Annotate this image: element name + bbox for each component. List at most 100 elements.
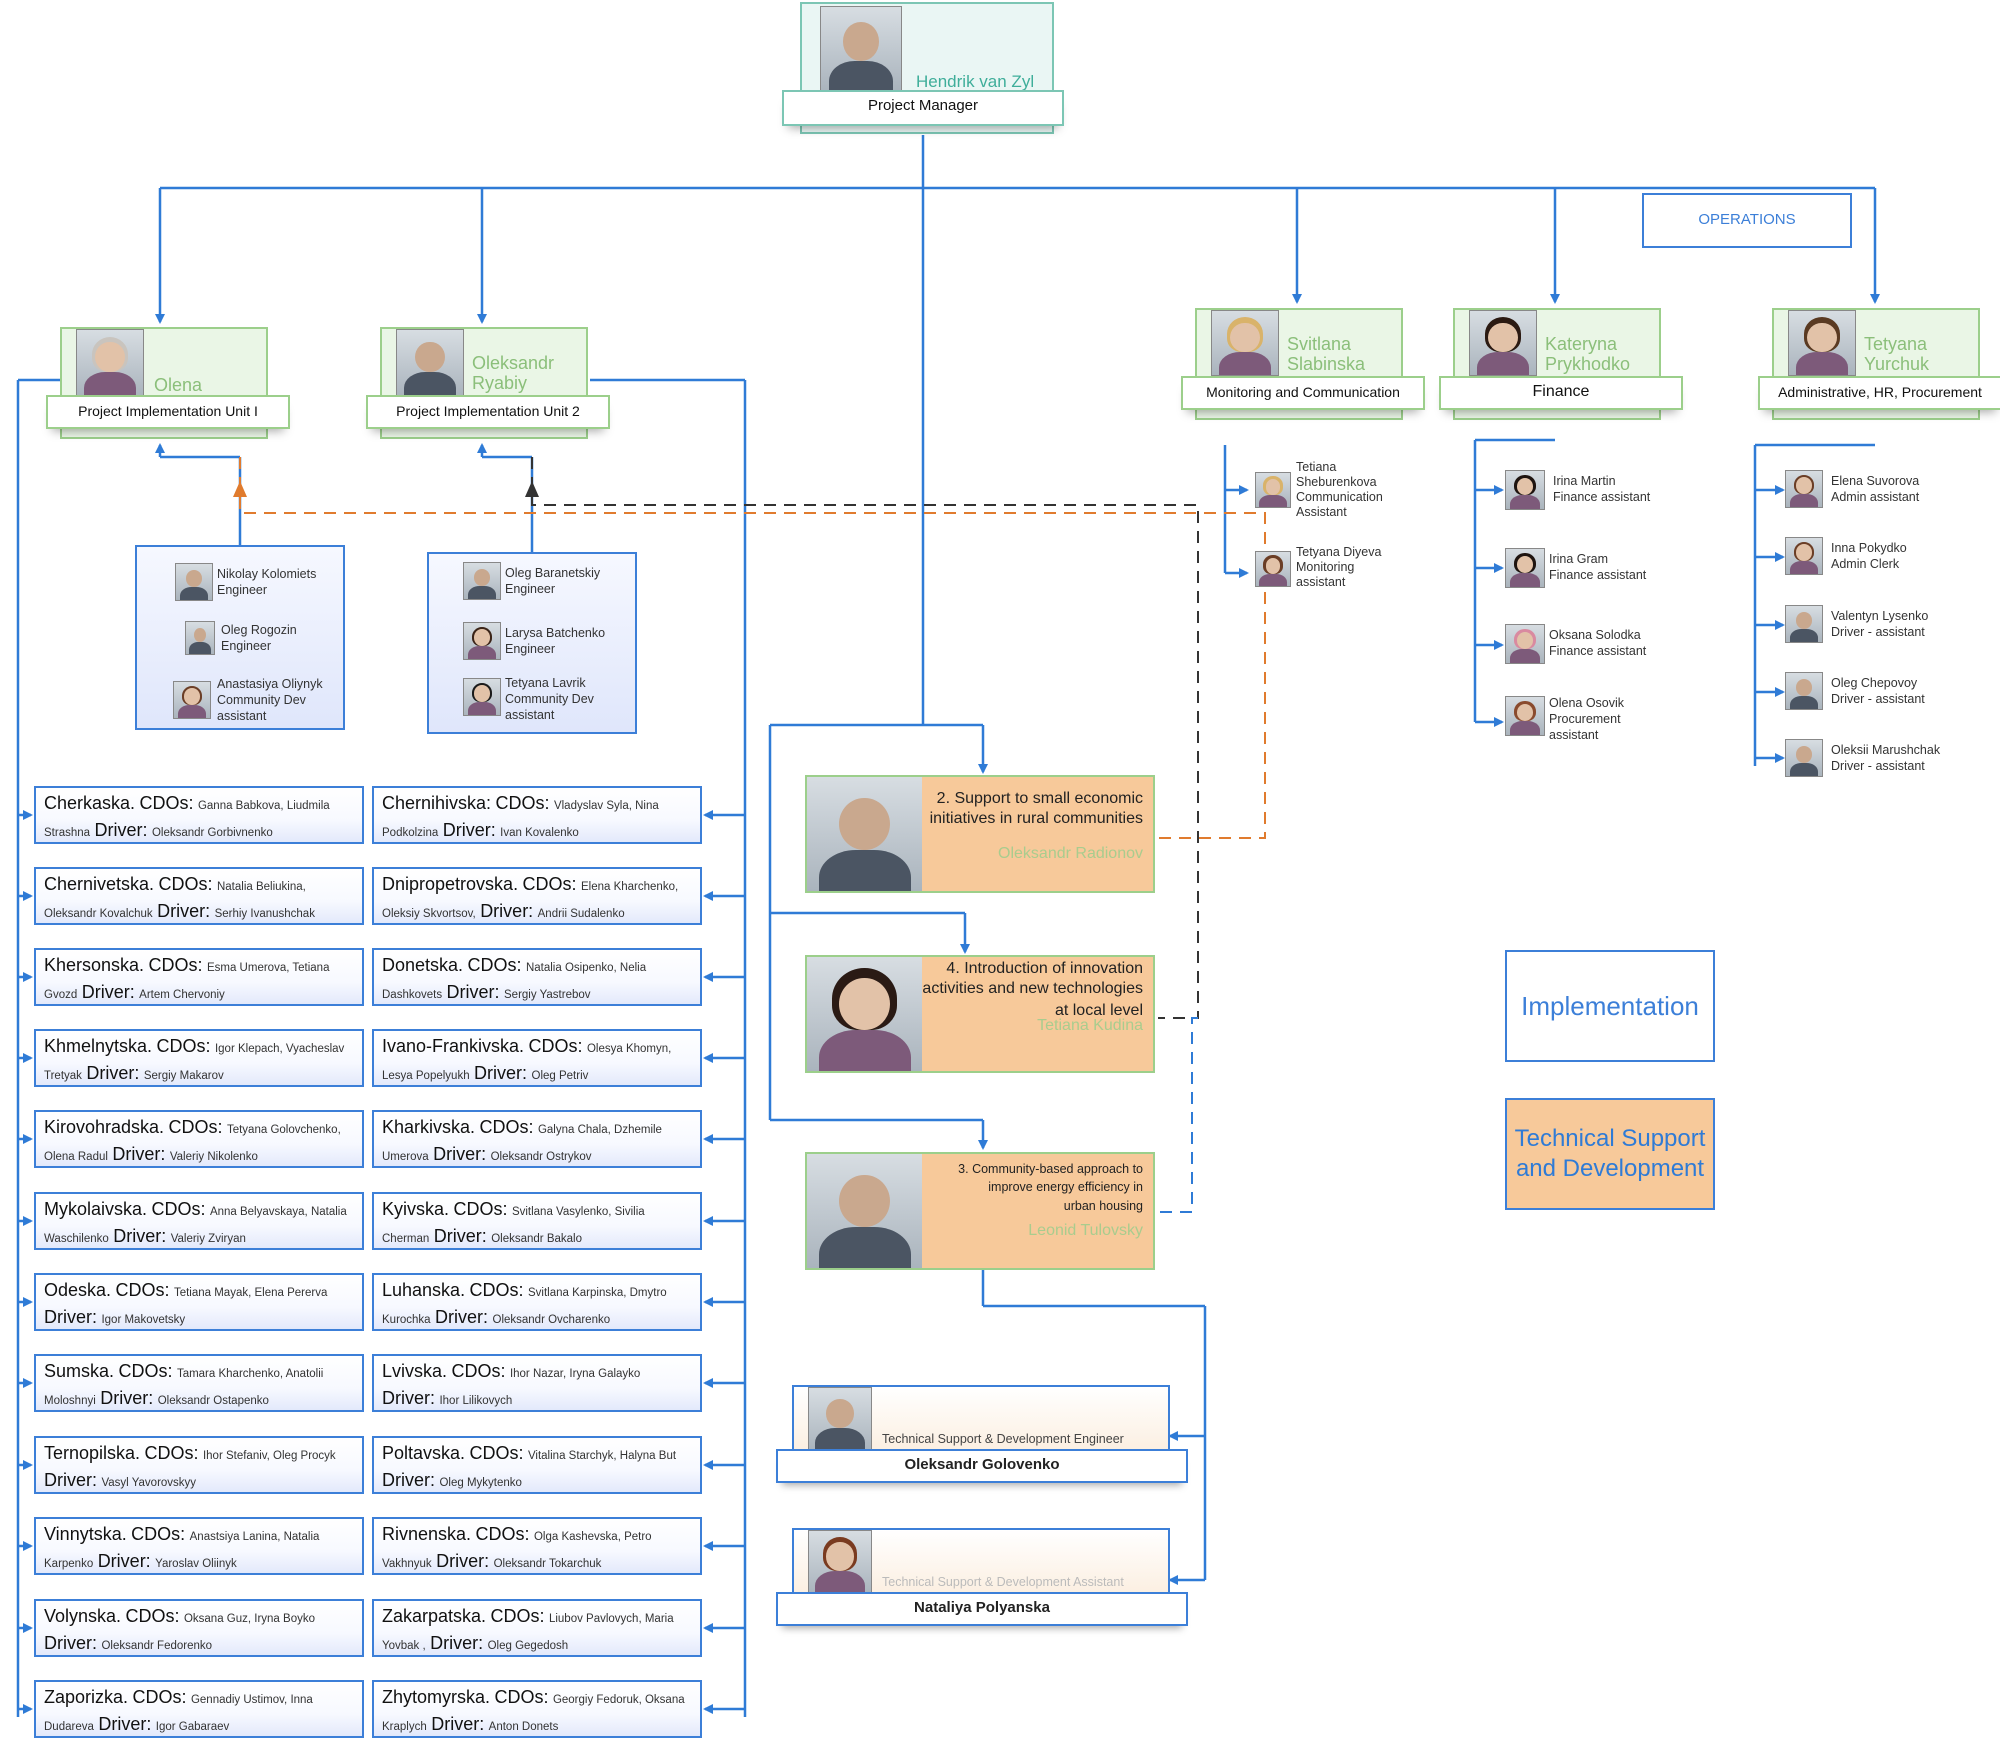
ts4-photo	[807, 957, 922, 1071]
cdos-names: Tetiana Mayak, Elena Pererva	[173, 1287, 328, 1299]
driver-label: Driver:	[81, 982, 135, 1002]
cdos-names: Svitlana Vasylenko, Sivilia Cherman	[382, 1206, 645, 1245]
staff-name: Oleg Baranetskiy	[505, 566, 601, 580]
region-box: Chernihivska: CDOs: Vladyslav Syla, Nina…	[372, 786, 702, 844]
staff-name: Oleksii Marushchak	[1831, 743, 1941, 757]
staff-role: Monitoring	[1296, 560, 1355, 574]
region-name: Luhanska.	[382, 1280, 466, 1300]
driver-name: Oleg Gegedosh	[487, 1640, 569, 1652]
driver-label: Driver:	[113, 1226, 167, 1246]
staff-role: Finance assistant	[1553, 490, 1651, 504]
ts-engineer-role: Technical Support & Development Engineer	[882, 1432, 1124, 1446]
cdos-label: CDOs:	[131, 1524, 186, 1544]
driver-label: Driver:	[436, 1551, 490, 1571]
staff-role: Engineer	[505, 642, 556, 656]
cdos-label: CDOs:	[168, 1117, 223, 1137]
ts-assistant-role: Technical Support & Development Assistan…	[882, 1575, 1124, 1589]
region-name: Volynska.	[44, 1606, 122, 1626]
staff-name: Tetyana Lavrik	[505, 676, 586, 690]
cdos-label: CDOs:	[495, 793, 550, 813]
staff-role: Assistant	[1296, 505, 1347, 519]
region-box: Khmelnytska. CDOs: Igor Klepach, Vyaches…	[34, 1029, 364, 1087]
admin-title: Administrative, HR, Procurement	[1758, 376, 2000, 410]
cdos-names: Ganna Babkova, Liudmila Strashna	[44, 800, 330, 839]
driver-name: Ivan Kovalenko	[500, 827, 579, 839]
staff-role: Engineer	[217, 583, 268, 597]
staff-role: Admin assistant	[1831, 490, 1920, 504]
ts4-title-line3: at local level	[1054, 1002, 1143, 1019]
driver-name: Igor Gabaraev	[155, 1721, 230, 1733]
cdos-label: CDOs:	[158, 874, 213, 894]
driver-label: Driver:	[446, 982, 500, 1002]
region-box: Khersonska. CDOs: Esma Umerova, Tetiana …	[34, 948, 364, 1006]
pm-photo	[820, 6, 902, 92]
region-box: Cherkaska. CDOs: Ganna Babkova, Liudmila…	[34, 786, 364, 844]
staff-role: Admin Clerk	[1831, 557, 1900, 571]
cdos-label: CDOs:	[469, 1443, 524, 1463]
staff-photo	[1505, 470, 1545, 510]
staff-photo	[185, 621, 215, 655]
staff-role: Driver - assistant	[1831, 759, 1925, 773]
driver-name: Anton Donets	[488, 1721, 559, 1733]
region-name: Kirovohradska.	[44, 1117, 165, 1137]
piu2-staff-panel: Oleg Baranetskiy Engineer Larysa Batchen…	[427, 552, 637, 734]
piu2-name-first: Oleksandr	[472, 353, 555, 373]
driver-name: Oleksandr Ovcharenko	[492, 1314, 611, 1326]
region-name: Ternopilska.	[44, 1443, 141, 1463]
driver-name: Ihor Lilikovych	[439, 1395, 513, 1407]
finance-card: Kateryna Prykhodko Finance	[1439, 308, 1683, 420]
driver-name: Oleksandr Bakalo	[491, 1233, 582, 1245]
region-box: Kharkivska. CDOs: Galyna Chala, Dzhemile…	[372, 1110, 702, 1168]
driver-label: Driver:	[382, 1388, 435, 1408]
cdos-label: CDOs:	[115, 1280, 170, 1300]
driver-label: Driver:	[100, 1388, 154, 1408]
region-box: Kirovohradska. CDOs: Tetyana Golovchenko…	[34, 1110, 364, 1168]
ts-assistant-name: Nataliya Polyanska	[776, 1592, 1188, 1626]
staff-name: Anastasiya Oliynyk	[217, 677, 323, 691]
ts4-title-line2: activities and new technologies	[922, 980, 1143, 997]
region-name: Chernivetska.	[44, 874, 155, 894]
ts-engineer-photo	[808, 1387, 872, 1451]
staff-photo	[173, 681, 211, 719]
piu1-card: Olena Ruditch Project Implementation Uni…	[46, 327, 290, 439]
region-box: Luhanska. CDOs: Svitlana Karpinska, Dmyt…	[372, 1273, 702, 1331]
staff-name: Valentyn Lysenko	[1831, 609, 1929, 623]
ts2-title-line2: initiatives in rural communities	[929, 810, 1143, 827]
ts-engineer-name: Oleksandr Golovenko	[776, 1449, 1188, 1483]
driver-name: Yaroslav Oliinyk	[155, 1558, 237, 1570]
piu1-title: Project Implementation Unit I	[46, 395, 290, 429]
driver-name: Oleksandr Ostapenko	[157, 1395, 269, 1407]
cdos-names: Oksana Guz, Iryna Boyko	[183, 1613, 315, 1625]
staff-role: Community Dev	[505, 692, 594, 706]
driver-label: Driver:	[431, 1714, 485, 1734]
piu1-photo	[76, 329, 144, 397]
cdos-names: Olesya Khomyn, Lesya Popelyukh	[382, 1043, 672, 1082]
driver-label: Driver:	[157, 901, 211, 921]
cdos-label: CDOs:	[148, 955, 203, 975]
cdos-label: CDOs:	[528, 1036, 583, 1056]
ts-engineer-card: Technical Support & Development Engineer…	[776, 1385, 1188, 1483]
staff-role: Procurement	[1549, 712, 1621, 726]
ts-card-2: 2. Support to small economic initiatives…	[805, 775, 1155, 893]
staff-photo	[1785, 739, 1823, 777]
driver-label: Driver:	[433, 1144, 487, 1164]
admin-staff-4: Oleg Chepovoy Driver - assistant	[1785, 672, 1965, 714]
cdos-names: Igor Klepach, Vyacheslav Tretyak	[44, 1043, 345, 1082]
cdos-label: CDOs:	[522, 874, 577, 894]
region-name: Zakarpatska.	[382, 1606, 487, 1626]
finance-name-first: Kateryna	[1545, 334, 1618, 354]
region-box: Zakarpatska. CDOs: Liubov Pavlovych, Mar…	[372, 1599, 702, 1657]
ts-card-4: 4. Introduction of innovation activities…	[805, 955, 1155, 1073]
driver-name: Sergiy Makarov	[143, 1070, 224, 1082]
driver-name: Oleksandr Fedorenko	[101, 1640, 213, 1652]
staff-name: Sheburenkova	[1296, 475, 1377, 489]
ts-card-3: 3. Community-based approach to improve e…	[805, 1152, 1155, 1270]
monitoring-title: Monitoring and Communication	[1181, 376, 1425, 410]
driver-name: Valeriy Zviryan	[170, 1233, 246, 1245]
finance-staff-2: Irina Gram Finance assistant	[1505, 548, 1675, 590]
region-name: Cherkaska.	[44, 793, 136, 813]
driver-label: Driver:	[442, 820, 496, 840]
cdos-label: CDOs:	[144, 1443, 199, 1463]
cdos-names: Georgiy Fedoruk, Oksana Kraplych	[382, 1694, 685, 1733]
legend-technical: Technical Support and Development	[1505, 1098, 1715, 1210]
